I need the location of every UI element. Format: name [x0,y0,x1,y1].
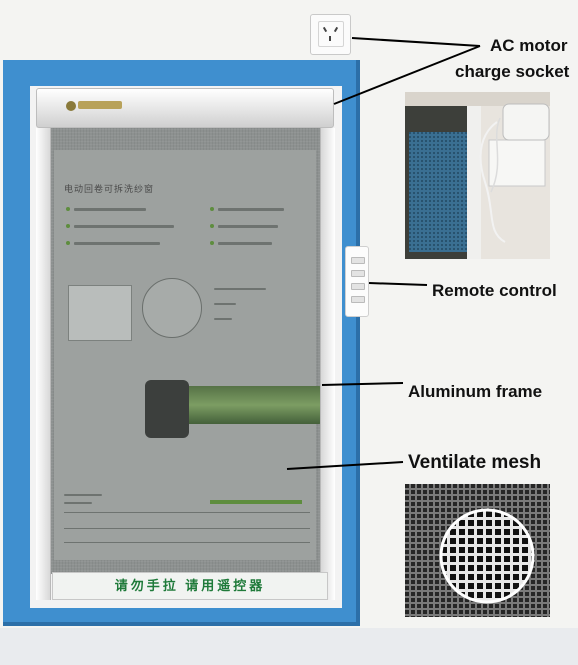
remote-button [351,283,365,290]
poster-text-line [218,242,272,245]
poster-text-line [214,303,236,305]
poster-text-line [74,208,146,211]
aluminum-rail-left [36,128,51,600]
poster-detail-circle [142,278,202,338]
inset-photo-mesh-closeup [405,484,550,617]
charge-socket-illustration [405,92,550,259]
poster-table-rule [64,528,310,529]
label-ac-motor-line2: charge socket [455,62,570,81]
poster-bullet [210,224,214,228]
poster-title: 电动回卷可拆洗纱窗 [64,184,155,194]
poster-text-line [218,225,278,228]
poster-bullet [210,241,214,245]
poster-bullet [66,224,70,228]
poster-text-line [64,494,102,496]
socket-hole [329,36,331,41]
mesh-closeup-illustration [405,484,550,617]
brand-logo-mark [78,101,122,109]
floor-strip [0,628,578,665]
poster-bullet [66,241,70,245]
remote-button [351,270,365,277]
poster-table-rule [64,542,310,543]
poster-bullet [66,207,70,211]
poster-text-line [74,225,174,228]
wall-socket [310,14,351,55]
poster-text-line [74,242,160,245]
poster-text-line [64,502,92,504]
poster-text-line [218,208,284,211]
poster-text-line [214,288,266,290]
poster-bullet [210,207,214,211]
brand-logo [66,101,76,111]
poster-table-rule [64,512,310,513]
label-ac-motor-line1: AC motor [490,36,568,55]
poster-window-illustration [68,285,132,341]
poster-green-bar [210,500,302,504]
product-poster [54,150,316,560]
screen-bottom-bar: 请勿手拉 请用遥控器 [52,572,328,600]
socket-plate [318,21,344,47]
label-aluminum-frame: Aluminum frame [408,382,543,401]
remote-button [351,296,365,303]
label-ventilate-mesh: Ventilate mesh [408,452,542,473]
remote-button [351,257,365,264]
label-remote-control: Remote control [432,281,557,300]
aluminum-rail-right [320,128,335,600]
inset-photo-charge-socket [405,92,550,259]
aluminum-cassette-head [36,88,334,128]
remote-control [345,246,369,317]
motor-end-cap [145,380,189,438]
poster-text-line [214,318,232,320]
